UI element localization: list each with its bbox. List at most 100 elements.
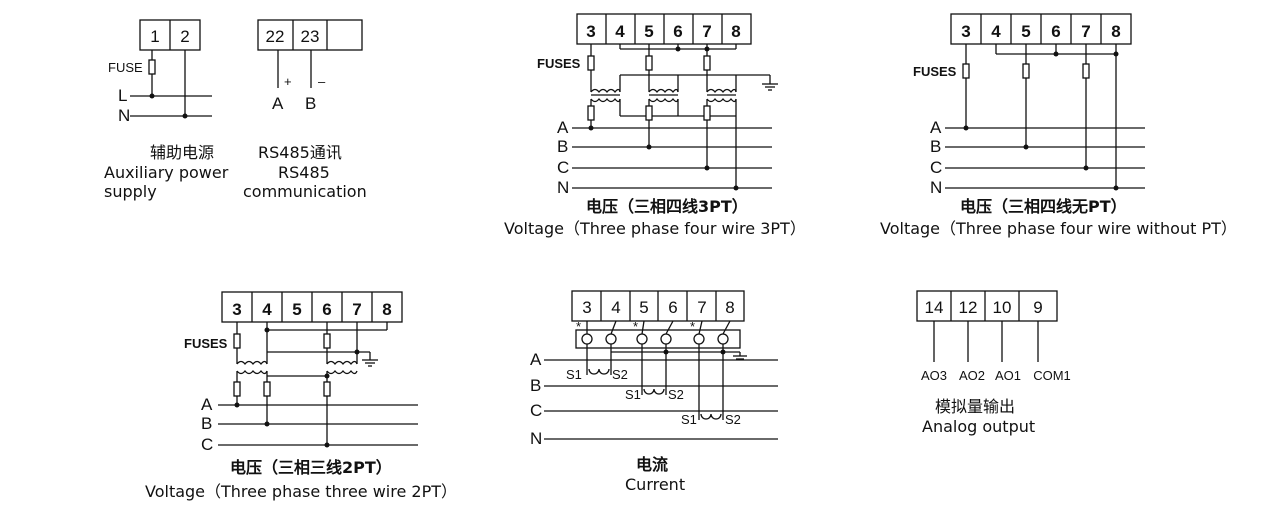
v3pt-terminal-7: 7	[702, 22, 711, 41]
aux-line-l: L	[118, 86, 127, 105]
current-line-b: B	[530, 376, 541, 395]
v3pt-fuses-label: FUSES	[537, 56, 581, 71]
rs485-plus: +	[284, 74, 292, 89]
rs485-terminal-23: 23	[301, 27, 320, 46]
current-caption-en: Current	[625, 475, 685, 494]
ct-a-s2: S2	[612, 367, 628, 382]
v4w-terminal-8: 8	[1111, 22, 1120, 41]
aux-caption-en-2: supply	[104, 182, 157, 201]
current-line-n: N	[530, 429, 542, 448]
v4w-fuses-label: FUSES	[913, 64, 957, 79]
v3w-caption-en: Voltage（Three phase three wire 2PT）	[145, 482, 457, 501]
v4w-line-b: B	[930, 137, 941, 156]
analog-ao1: AO1	[995, 368, 1021, 383]
v4w-line-c: C	[930, 158, 942, 177]
v3pt-line-a: A	[557, 118, 569, 137]
fuse-icon	[323, 333, 331, 349]
analog-terminal-9: 9	[1033, 298, 1042, 317]
ct-c-s1: S1	[681, 412, 697, 427]
aux-caption-cn: 辅助电源	[150, 143, 214, 162]
v3w-terminal-7: 7	[352, 300, 361, 319]
analog-caption-cn: 模拟量输出	[935, 397, 1015, 416]
voltage-4w-nopt-diagram: 3 4 5 6 7 8 FUSES A B C N 电压（三相四线无PT） Vo…	[880, 13, 1237, 238]
rs485-terminal-block	[257, 19, 363, 51]
v3w-terminal-6: 6	[322, 300, 331, 319]
v3pt-line-n: N	[557, 178, 569, 197]
ct-star-3: *	[690, 319, 695, 334]
ct-a-s1: S1	[566, 367, 582, 382]
current-diagram: 3 4 5 6 7 8 * * *	[530, 290, 778, 494]
current-terminal-7: 7	[697, 298, 706, 317]
v3w-line-b: B	[201, 414, 212, 433]
fuse-icon	[148, 59, 156, 75]
voltage-3w-2pt-diagram: 3 4 5 6 7 8 FUSES	[145, 291, 457, 501]
fuse-icon	[1022, 63, 1030, 79]
analog-caption-en: Analog output	[922, 417, 1035, 436]
ct-b-s1: S1	[625, 387, 641, 402]
v3w-line-a: A	[201, 395, 213, 414]
rs485-wire-a: A	[272, 94, 284, 113]
ct-star-2: *	[633, 319, 638, 334]
fuse-icon	[233, 333, 241, 349]
fuse-icon	[645, 55, 653, 71]
pt-coil-icon	[648, 88, 679, 94]
aux-caption-en-1: Auxiliary power	[104, 163, 229, 182]
v4w-terminal-7: 7	[1081, 22, 1090, 41]
fuse-icon	[587, 105, 595, 121]
voltage-3pt-4w-diagram: 3 4 5 6 7 8 FUSES	[504, 13, 806, 238]
v3pt-terminal-6: 6	[673, 22, 682, 41]
pt-coil-icon	[590, 88, 621, 94]
rs485-terminal-22: 22	[266, 27, 285, 46]
aux-fuse-label: FUSE	[108, 60, 143, 75]
v3pt-terminal-8: 8	[731, 22, 740, 41]
aux-power-diagram: 1 2 FUSE L N 辅助电源 Auxiliary power supply	[104, 19, 229, 201]
current-terminal-5: 5	[639, 298, 648, 317]
v3pt-line-c: C	[557, 158, 569, 177]
fuse-icon	[587, 55, 595, 71]
analog-terminal-block	[916, 290, 1058, 322]
pt-coil-icon	[706, 88, 737, 94]
ct-coil-icon	[700, 413, 722, 420]
current-terminal-8: 8	[725, 298, 734, 317]
v4w-line-a: A	[930, 118, 942, 137]
ct-b-s2: S2	[668, 387, 684, 402]
fuse-icon	[233, 381, 241, 397]
current-line-c: C	[530, 401, 542, 420]
aux-line-n: N	[118, 106, 130, 125]
pt-coil-icon	[326, 360, 358, 366]
rs485-caption-cn: RS485通讯	[258, 143, 342, 162]
v4w-caption-cn: 电压（三相四线无PT）	[960, 197, 1127, 216]
v4w-terminal-3: 3	[961, 22, 970, 41]
v3pt-terminal-3: 3	[586, 22, 595, 41]
v3w-terminal-4: 4	[262, 300, 272, 319]
analog-output-diagram: 14 12 10 9 AO3 AO2 AO1 COM1 模拟量输出 Analog…	[916, 290, 1071, 436]
v3pt-line-b: B	[557, 137, 568, 156]
current-terminal-6: 6	[668, 298, 677, 317]
aux-terminal-1: 1	[150, 27, 159, 46]
aux-terminal-2: 2	[180, 27, 189, 46]
v4w-caption-en: Voltage（Three phase four wire without PT…	[880, 219, 1237, 238]
analog-terminal-14: 14	[925, 298, 944, 317]
fuse-icon	[703, 105, 711, 121]
analog-ao2: AO2	[959, 368, 985, 383]
current-terminal-4: 4	[611, 298, 620, 317]
v3w-caption-cn: 电压（三相三线2PT）	[230, 458, 392, 477]
ct-input-block	[575, 329, 741, 349]
rs485-wire-b: B	[305, 94, 316, 113]
current-line-a: A	[530, 350, 542, 369]
analog-com1: COM1	[1033, 368, 1071, 383]
v3w-terminal-5: 5	[292, 300, 301, 319]
v4w-terminal-4: 4	[991, 22, 1001, 41]
v3w-terminal-8: 8	[382, 300, 391, 319]
analog-terminal-10: 10	[993, 298, 1012, 317]
v3w-line-c: C	[201, 435, 213, 454]
v4w-terminal-5: 5	[1021, 22, 1030, 41]
v3w-terminal-3: 3	[232, 300, 241, 319]
current-caption-cn: 电流	[636, 455, 668, 474]
fuse-icon	[645, 105, 653, 121]
fuse-icon	[263, 381, 271, 397]
fuse-icon	[1082, 63, 1090, 79]
fuse-icon	[323, 381, 331, 397]
fuse-icon	[703, 55, 711, 71]
